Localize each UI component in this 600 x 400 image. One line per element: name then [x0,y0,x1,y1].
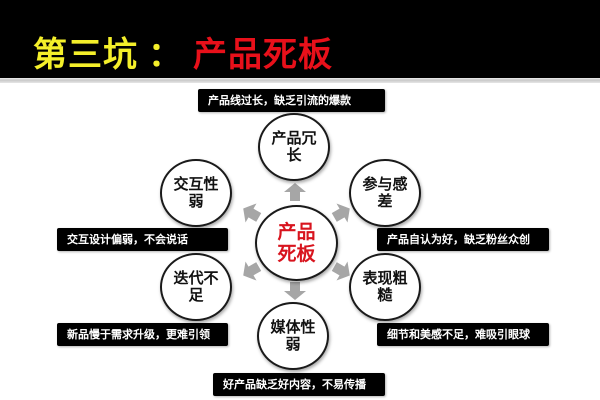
description-lower-right: 细节和美感不足，难吸引眼球 [377,323,549,346]
arrow-down-icon [284,282,306,300]
node-label: 表现粗糙 [362,269,408,304]
node-label: 迭代不足 [173,269,219,304]
arrow-up-icon [284,183,306,201]
node-label: 产品冗长 [271,129,317,164]
title-colon: ： [148,35,183,75]
node-upper-left: 交互性弱 [160,159,232,227]
description-lower-left: 新品慢于需求升级，更难引领 [57,323,228,346]
description-top: 产品线过长，缺乏引流的爆款 [198,89,385,112]
node-top: 产品冗长 [258,113,330,181]
arrow-lower-left-icon [238,257,265,285]
node-upper-right: 参与感差 [349,159,421,227]
title-prefix: 第三坑 [33,35,138,75]
arrow-upper-left-icon [238,199,265,227]
node-label: 交互性弱 [173,175,219,210]
description-bottom: 好产品缺乏好内容，不易传播 [213,373,385,396]
arrow-upper-right-icon [329,199,356,227]
node-lower-left: 迭代不足 [160,253,232,321]
description-upper-left: 交互设计偏弱，不会说话 [57,228,228,251]
title-banner: 第三坑：产品死板 [0,0,600,78]
node-center: 产品死板 [255,205,338,281]
node-label: 参与感差 [362,175,408,210]
node-label: 媒体性弱 [270,318,316,353]
center-label: 产品死板 [277,221,316,265]
title-main: 产品死板 [193,35,333,75]
arrow-lower-right-icon [329,257,356,285]
page-title: 第三坑：产品死板 [33,34,333,76]
node-bottom: 媒体性弱 [257,302,329,370]
header-divider [0,78,600,83]
node-lower-right: 表现粗糙 [349,253,421,321]
description-upper-right: 产品自认为好，缺乏粉丝众创 [377,228,549,251]
